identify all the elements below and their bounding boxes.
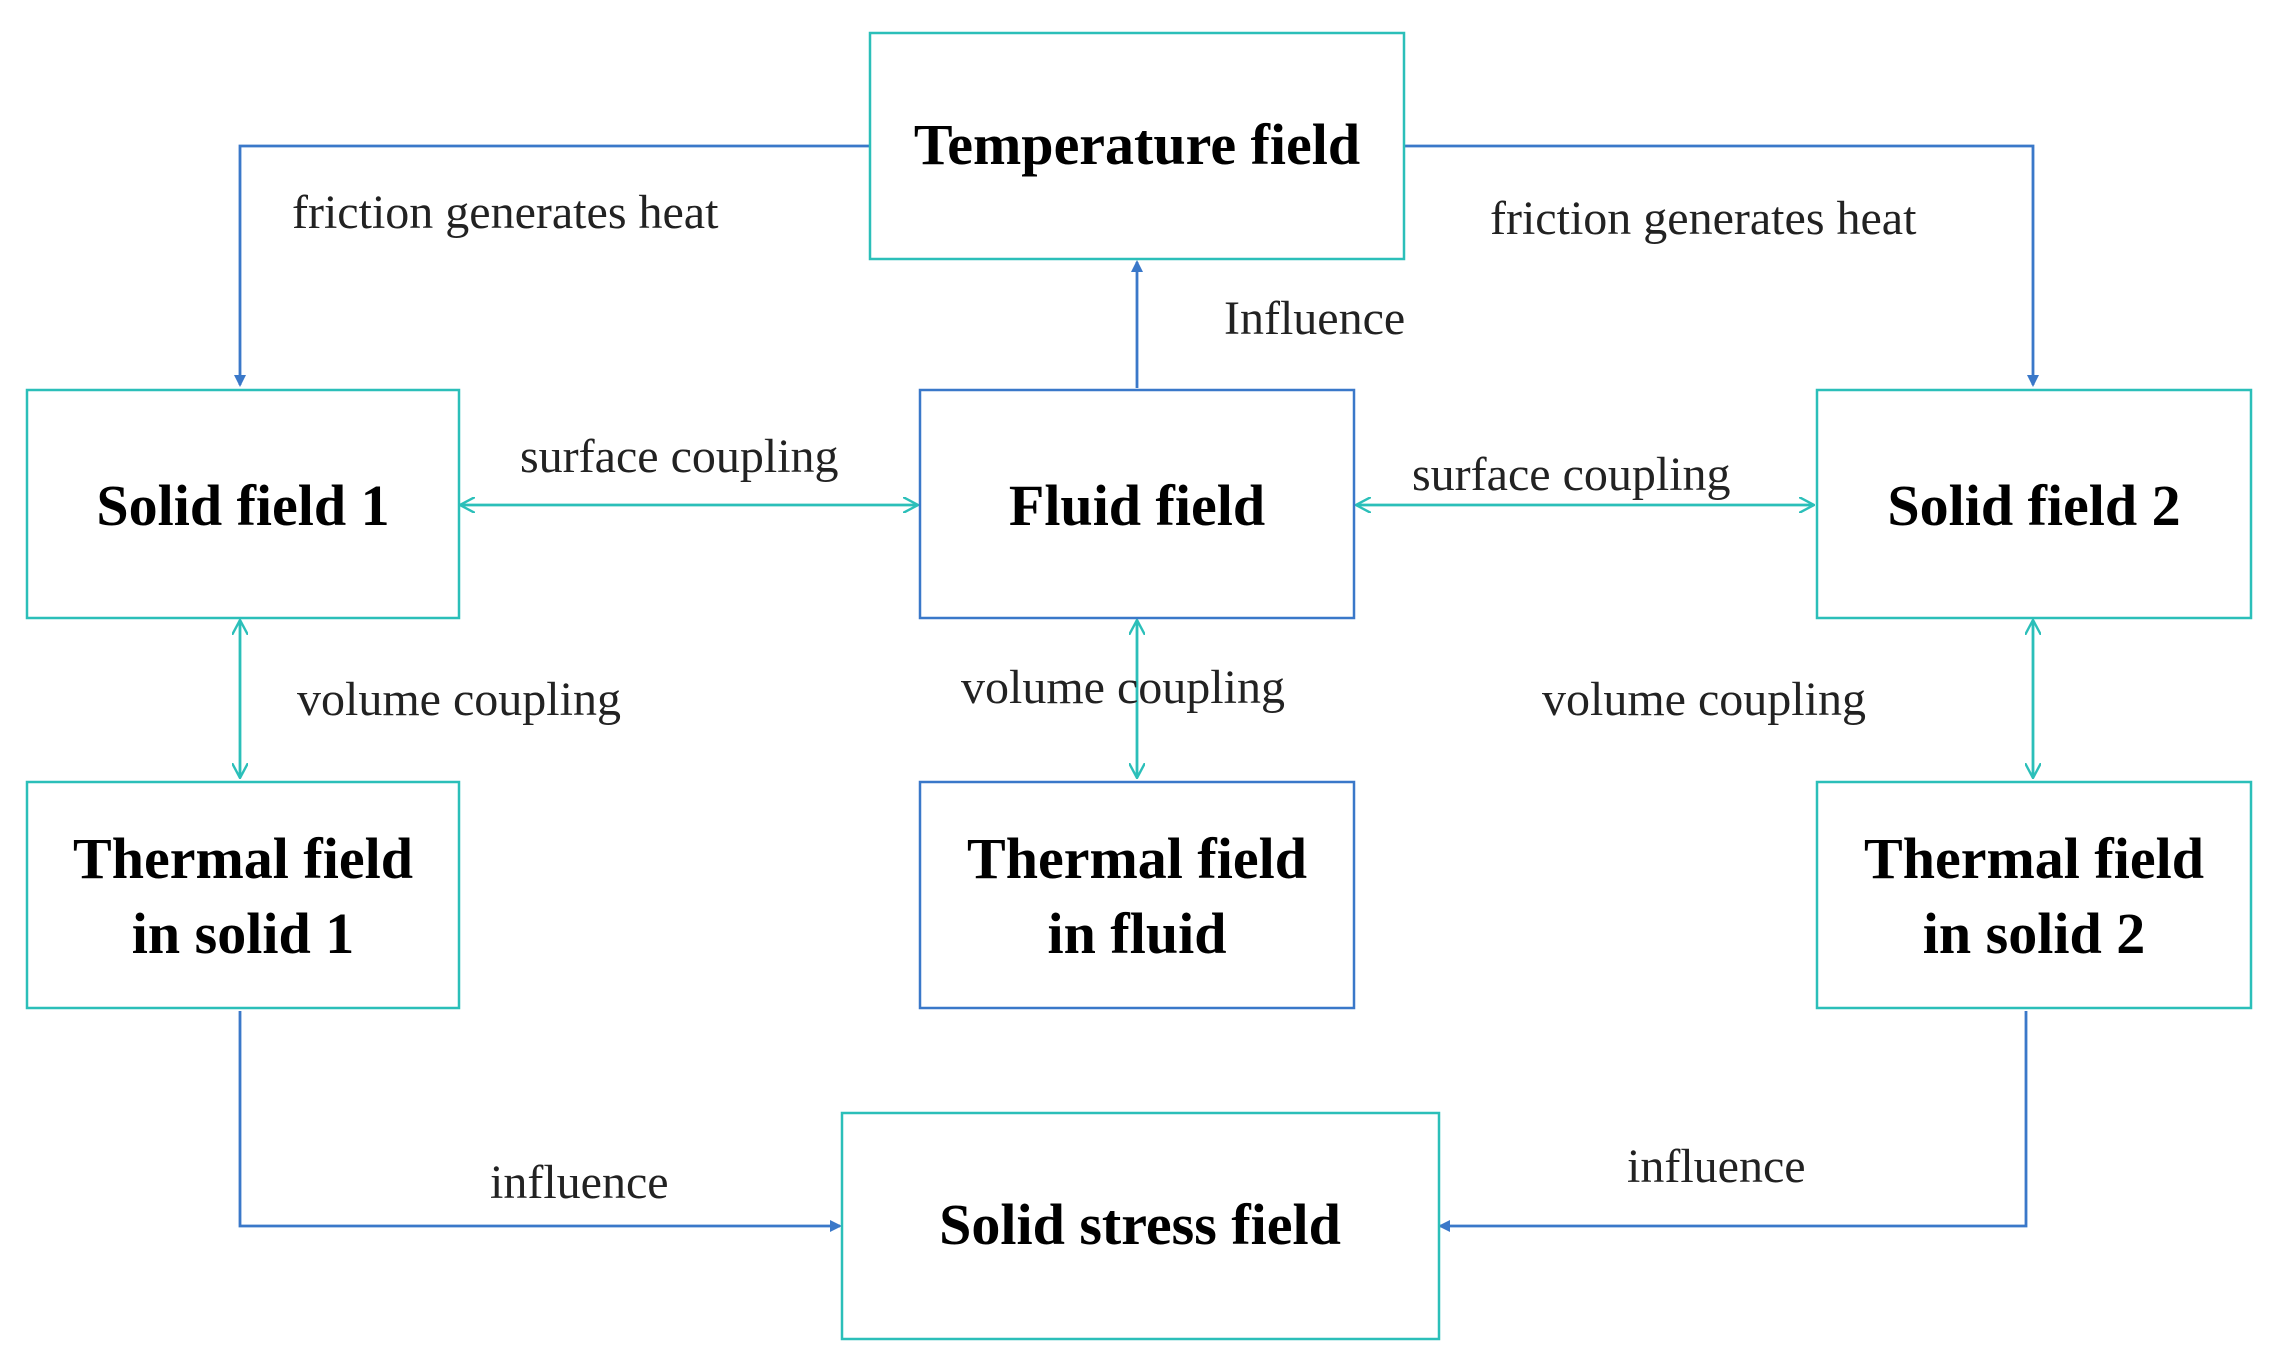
- label-surface-coupling-right: surface coupling: [1412, 448, 1731, 501]
- edge-temp-to-solid1: [234, 144, 870, 387]
- edge-thermal2-to-stress: [1438, 1011, 2028, 1232]
- label-volume-coupling-left: volume coupling: [297, 673, 621, 726]
- node-thermal-solid-1: Thermal field in solid 1: [25, 780, 461, 1010]
- label-friction-right: friction generates heat: [1490, 192, 1917, 245]
- node-fluid-label: Fluid field: [1009, 473, 1265, 538]
- edge-thermal1-to-stress: [238, 1011, 842, 1232]
- node-fluid-field: Fluid field: [918, 388, 1356, 620]
- edge-temp-to-solid2: [1404, 144, 2039, 387]
- node-thermal-solid1-line1: Thermal field: [73, 826, 413, 891]
- node-solid-stress-field: Solid stress field: [840, 1111, 1441, 1341]
- node-thermal-solid2-line1: Thermal field: [1864, 826, 2204, 891]
- node-temperature-field: Temperature field: [868, 31, 1406, 261]
- label-surface-coupling-left: surface coupling: [520, 430, 839, 483]
- label-friction-left: friction generates heat: [292, 186, 719, 239]
- node-thermal-fluid-line2: in fluid: [1048, 901, 1227, 966]
- label-volume-coupling-right: volume coupling: [1542, 673, 1866, 726]
- node-solid-field-1: Solid field 1: [25, 388, 461, 620]
- node-solid2-label: Solid field 2: [1887, 473, 2180, 538]
- node-thermal-solid-2: Thermal field in solid 2: [1815, 780, 2253, 1010]
- label-influence-left: influence: [490, 1156, 669, 1209]
- node-solid-field-2: Solid field 2: [1815, 388, 2253, 620]
- label-influence-temp: Influence: [1224, 292, 1405, 345]
- label-influence-right: influence: [1627, 1140, 1806, 1193]
- node-thermal-solid1-line2: in solid 1: [132, 901, 354, 966]
- node-thermal-solid2-line2: in solid 2: [1923, 901, 2145, 966]
- node-temperature-label: Temperature field: [914, 112, 1360, 177]
- node-thermal-fluid-line1: Thermal field: [967, 826, 1307, 891]
- node-stress-label: Solid stress field: [939, 1192, 1341, 1257]
- node-solid1-label: Solid field 1: [96, 473, 389, 538]
- node-thermal-fluid: Thermal field in fluid: [918, 780, 1356, 1010]
- label-volume-coupling-center: volume coupling: [961, 661, 1285, 714]
